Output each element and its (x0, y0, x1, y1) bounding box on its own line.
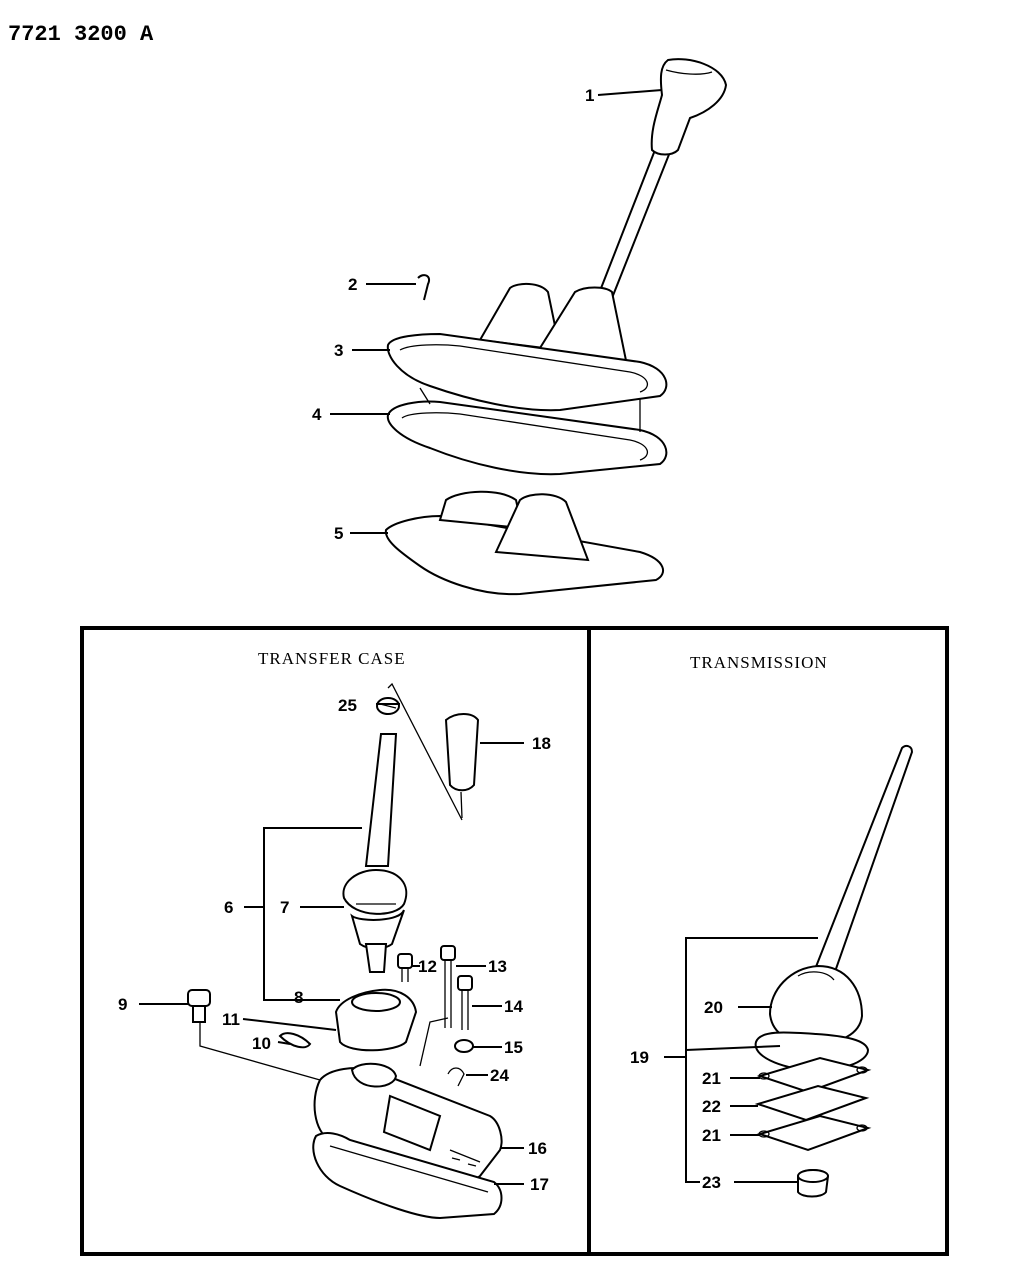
callout-8: 8 (294, 988, 303, 1007)
callout-17: 17 (530, 1175, 549, 1194)
transfer-case-housing (313, 1062, 503, 1185)
callout-1: 1 (585, 86, 594, 105)
inner-boot-seal (386, 387, 668, 476)
callout-22: 22 (702, 1097, 721, 1116)
section-title-transmission: TRANSMISSION (690, 653, 828, 672)
callout-18: 18 (532, 734, 551, 753)
callout-13: 13 (488, 957, 507, 976)
callout-7: 7 (280, 898, 289, 917)
doc-number: 7721 3200 A (8, 22, 154, 47)
callout-24: 24 (490, 1066, 509, 1085)
callout-21-lower: 21 (702, 1126, 721, 1145)
transfer-lever-nut (376, 697, 400, 715)
callout-9: 9 (118, 995, 127, 1014)
transfer-case-gasket (312, 1132, 503, 1220)
callout-2: 2 (348, 275, 357, 294)
callout-20: 20 (704, 998, 723, 1017)
section-title-transfer-case: TRANSFER CASE (258, 649, 406, 668)
callout-16: 16 (528, 1139, 547, 1158)
callout-11: 11 (222, 1010, 240, 1029)
transfer-dust-boot-retainer (278, 988, 418, 1052)
callout-5: 5 (334, 524, 343, 543)
transfer-washer (447, 1039, 474, 1087)
callout-14: 14 (504, 997, 523, 1016)
transmission-gaskets (754, 1056, 872, 1152)
shift-lever-assembly (596, 58, 728, 300)
callout-23: 23 (702, 1173, 721, 1192)
transmission-bushing (797, 1169, 830, 1198)
transfer-lever-knob (444, 713, 480, 819)
callout-12: 12 (418, 957, 437, 976)
callout-3: 3 (334, 341, 343, 360)
transfer-bolts (187, 945, 473, 1030)
callout-6: 6 (224, 898, 233, 917)
callout-15: 15 (504, 1038, 523, 1057)
callout-25: 25 (338, 696, 357, 715)
callout-10: 10 (252, 1034, 271, 1053)
detail-frame (80, 626, 949, 1256)
transfer-lever (342, 733, 408, 973)
callout-21-upper: 21 (702, 1069, 721, 1088)
transmission-lever (754, 744, 914, 1072)
floor-base-plate (384, 490, 665, 596)
boot-retainer-plate (386, 332, 668, 412)
callout-19: 19 (630, 1048, 649, 1067)
callout-4: 4 (312, 405, 322, 424)
retaining-clip (417, 274, 430, 301)
